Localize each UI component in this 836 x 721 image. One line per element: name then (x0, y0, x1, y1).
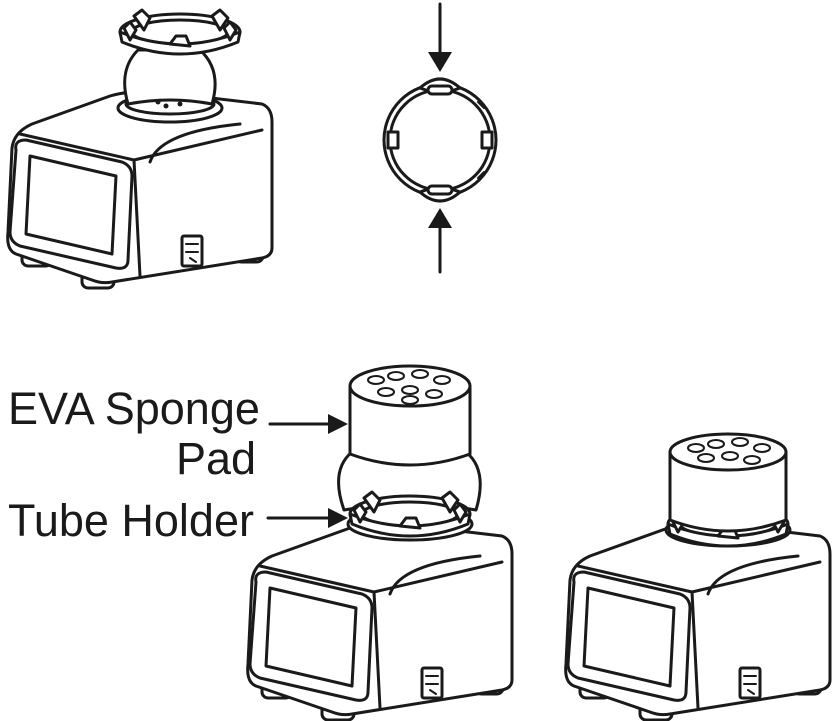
mixer-bottom-assembled (564, 432, 832, 721)
orientation-diagram (382, 2, 498, 274)
mixer-bottom-exploded (246, 364, 514, 721)
tube-holder-label: Tube Holder (8, 495, 254, 546)
eva-sponge-pad-label-line2: Pad (176, 433, 257, 484)
eva-sponge-pad-label-line1: EVA Sponge (8, 383, 260, 434)
mixer-top-left (6, 8, 274, 290)
